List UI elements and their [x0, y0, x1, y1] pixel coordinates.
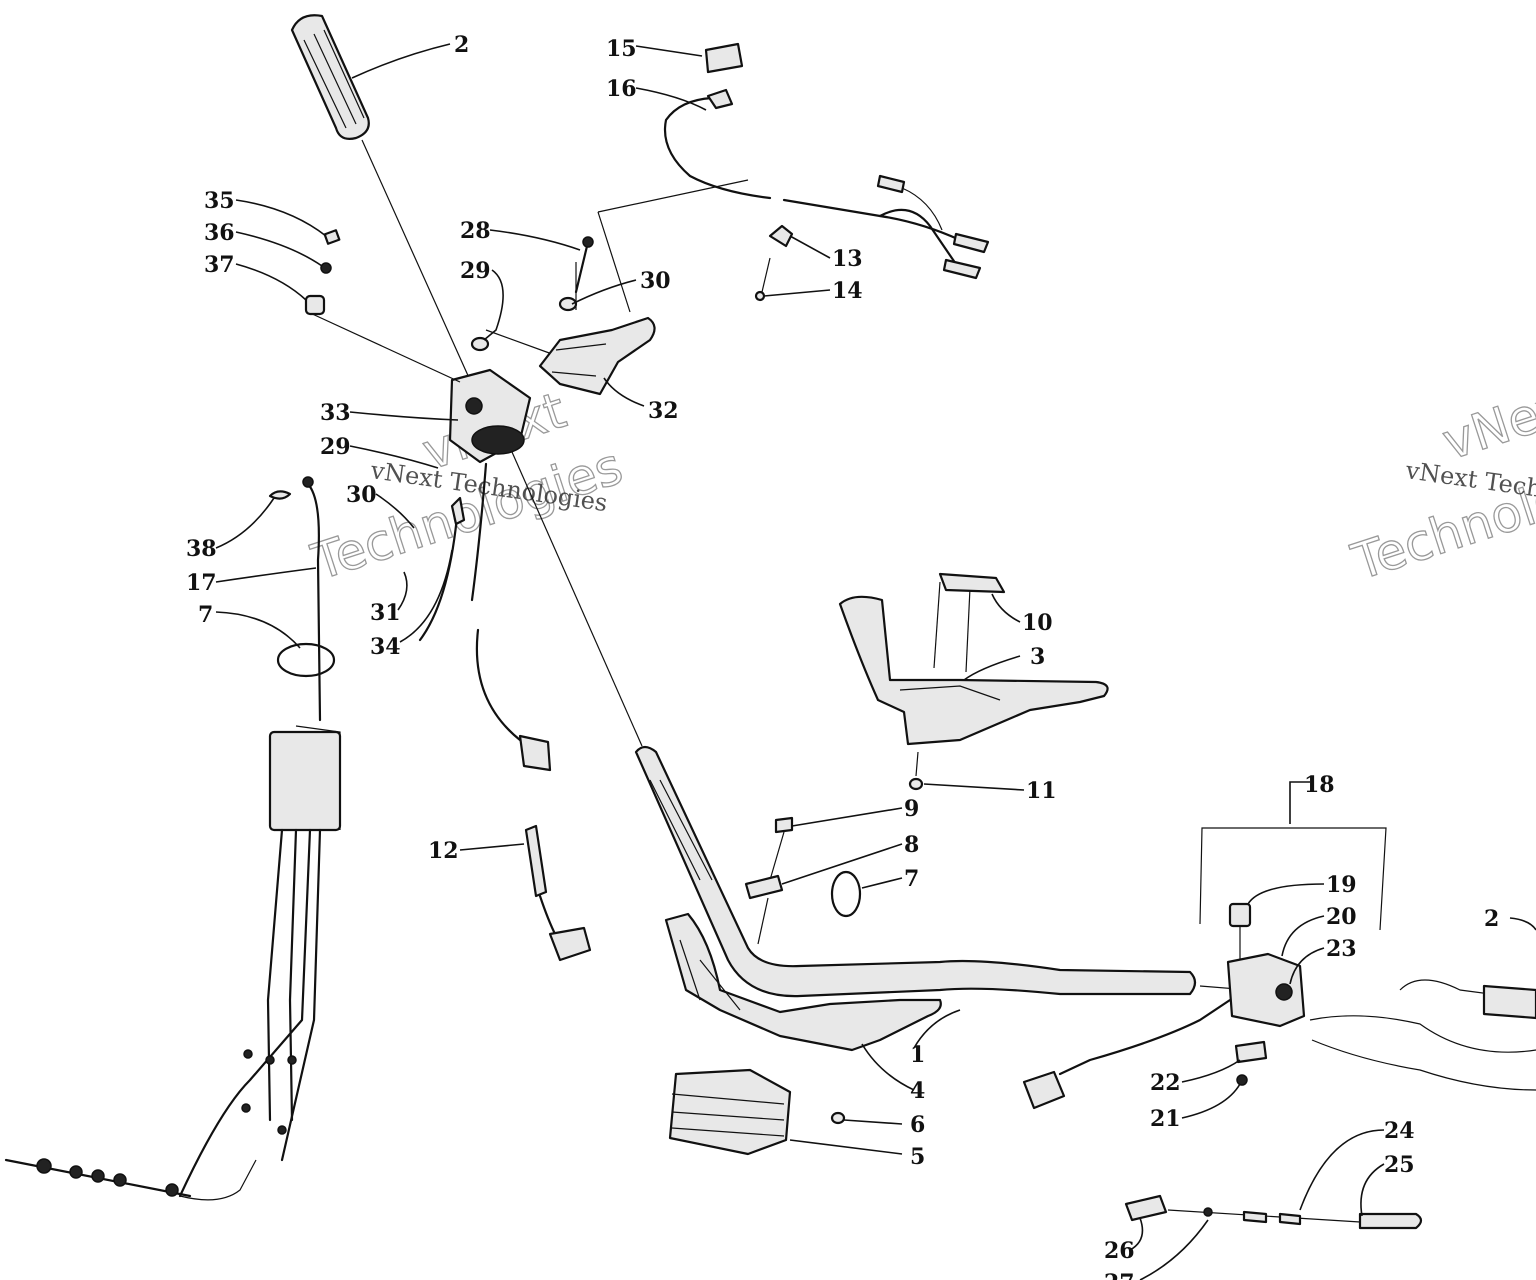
callout-7-left: 7 — [198, 602, 213, 628]
callout-17: 17 — [186, 570, 217, 596]
callout-15: 15 — [606, 36, 637, 62]
callout-34: 34 — [370, 634, 401, 660]
callout-27: 27 — [1104, 1270, 1135, 1280]
callout-23: 23 — [1326, 936, 1357, 962]
small-fasteners — [304, 42, 794, 352]
left-control-housing — [307, 311, 553, 464]
callout-10: 10 — [1022, 610, 1053, 636]
callout-13: 13 — [832, 246, 863, 272]
callout-33: 33 — [320, 400, 351, 426]
callout-21: 21 — [1150, 1106, 1181, 1132]
wiring-harness — [664, 88, 990, 280]
callout-1: 1 — [910, 1042, 925, 1068]
callout-30-top: 30 — [640, 268, 671, 294]
watermark-vnext-outline-right: vNext — [1436, 371, 1536, 471]
callout-31: 31 — [370, 600, 401, 626]
sensor-12 — [524, 824, 592, 962]
callout-5: 5 — [910, 1144, 925, 1170]
throttle-block — [538, 179, 749, 396]
upper-clamp — [744, 572, 1109, 945]
callout-16: 16 — [606, 76, 637, 102]
callout-18: 18 — [1304, 772, 1335, 798]
leader-lines — [215, 43, 1536, 1280]
right-switch-housing — [1022, 827, 1387, 1110]
handlebar-riser — [664, 912, 942, 1052]
callout-9: 9 — [904, 796, 919, 822]
throttle-cable-assembly — [4, 476, 342, 1201]
callout-2-left: 2 — [454, 32, 469, 58]
kill-switch-cable — [1124, 1194, 1423, 1230]
callout-20: 20 — [1326, 904, 1357, 930]
callout-22: 22 — [1150, 1070, 1181, 1096]
callout-26: 26 — [1104, 1238, 1135, 1264]
callout-11: 11 — [1026, 778, 1057, 804]
callout-numbers: 2 15 16 35 36 37 28 29 30 32 13 14 33 29… — [186, 32, 1499, 1280]
callout-38: 38 — [186, 536, 217, 562]
right-grip — [1309, 979, 1536, 1091]
callout-2-right: 2 — [1484, 906, 1499, 932]
brake-cable — [418, 462, 552, 772]
callout-36: 36 — [204, 220, 235, 246]
callout-19: 19 — [1326, 872, 1357, 898]
callout-29-bottom: 29 — [320, 434, 351, 460]
left-grip — [290, 14, 471, 381]
callout-32: 32 — [648, 398, 679, 424]
callout-28: 28 — [460, 218, 491, 244]
callout-30-bottom: 30 — [346, 482, 377, 508]
watermark-right: Technologies vNext vNext Technologies — [1344, 370, 1536, 592]
callout-37: 37 — [204, 252, 235, 278]
callout-8: 8 — [904, 832, 919, 858]
callout-14: 14 — [832, 278, 863, 304]
callout-12: 12 — [428, 838, 459, 864]
callout-3: 3 — [1030, 644, 1045, 670]
callout-35: 35 — [204, 188, 235, 214]
callout-4: 4 — [910, 1078, 925, 1104]
callout-24: 24 — [1384, 1118, 1415, 1144]
handlebar-pad — [668, 1068, 846, 1156]
callout-29-top: 29 — [460, 258, 491, 284]
callout-7-right: 7 — [904, 866, 919, 892]
callout-6: 6 — [910, 1112, 925, 1138]
callout-25: 25 — [1384, 1152, 1415, 1178]
